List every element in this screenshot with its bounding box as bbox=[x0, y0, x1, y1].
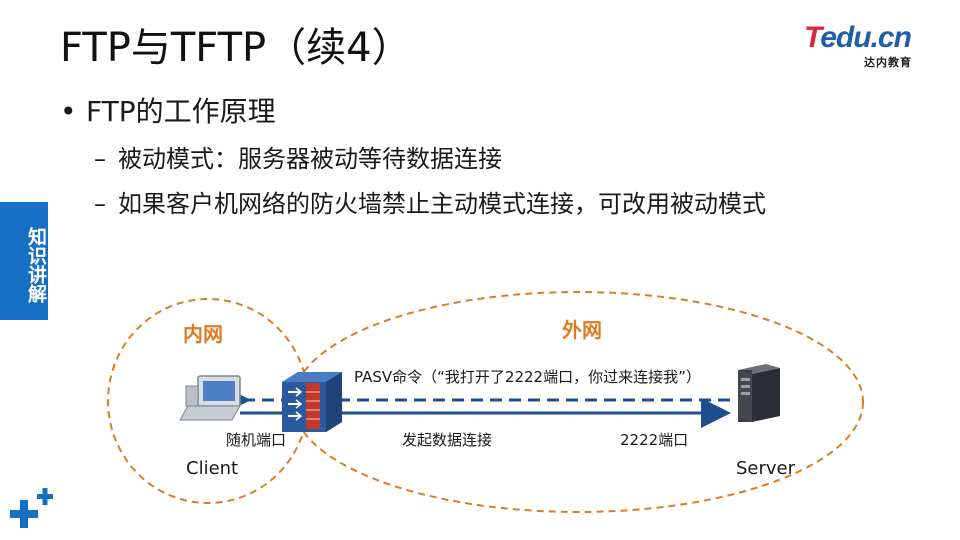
bullet-dash: – bbox=[94, 145, 106, 173]
logo-wordmark: Tedu.cn bbox=[804, 21, 912, 54]
bullet-level1: • FTP的工作原理 bbox=[60, 92, 276, 132]
server-tower-icon bbox=[738, 364, 780, 422]
data-connection-label: 发起数据连接 bbox=[402, 431, 493, 449]
logo-subtitle: 达内教育 bbox=[864, 56, 912, 69]
bullet-level2-text: 被动模式：服务器被动等待数据连接 bbox=[118, 145, 502, 173]
bullet-level2-text: 如果客户机网络的防火墙禁止主动模式连接，可改用被动模式 bbox=[118, 190, 766, 218]
client-computer-icon bbox=[179, 375, 241, 421]
tedu-logo: Tedu.cn 达内教育 bbox=[804, 21, 934, 70]
bullet-level1-text: FTP的工作原理 bbox=[86, 95, 276, 128]
outer-network-label: 外网 bbox=[562, 318, 602, 342]
slide-title: FTP与TFTP（续4） bbox=[60, 25, 412, 71]
pasv-command-label: PASV命令（“我打开了2222端口，你过来连接我”） bbox=[354, 368, 701, 386]
bullet-level2-2: –如果客户机网络的防火墙禁止主动模式连接，可改用被动模式 bbox=[94, 186, 766, 222]
plus-logo-icon bbox=[10, 488, 53, 528]
knowledge-side-tab: 知识讲解 bbox=[0, 202, 48, 320]
bullet-dot: • bbox=[60, 95, 77, 128]
server-label: Server bbox=[736, 458, 796, 479]
client-label: Client bbox=[186, 458, 239, 479]
firewall-icon bbox=[282, 372, 342, 432]
bullet-level2-1: –被动模式：服务器被动等待数据连接 bbox=[94, 141, 502, 177]
inner-network-label: 内网 bbox=[183, 322, 223, 346]
server-port-label: 2222端口 bbox=[620, 431, 689, 449]
bullet-dash: – bbox=[94, 190, 106, 218]
random-port-label: 随机端口 bbox=[226, 431, 287, 449]
